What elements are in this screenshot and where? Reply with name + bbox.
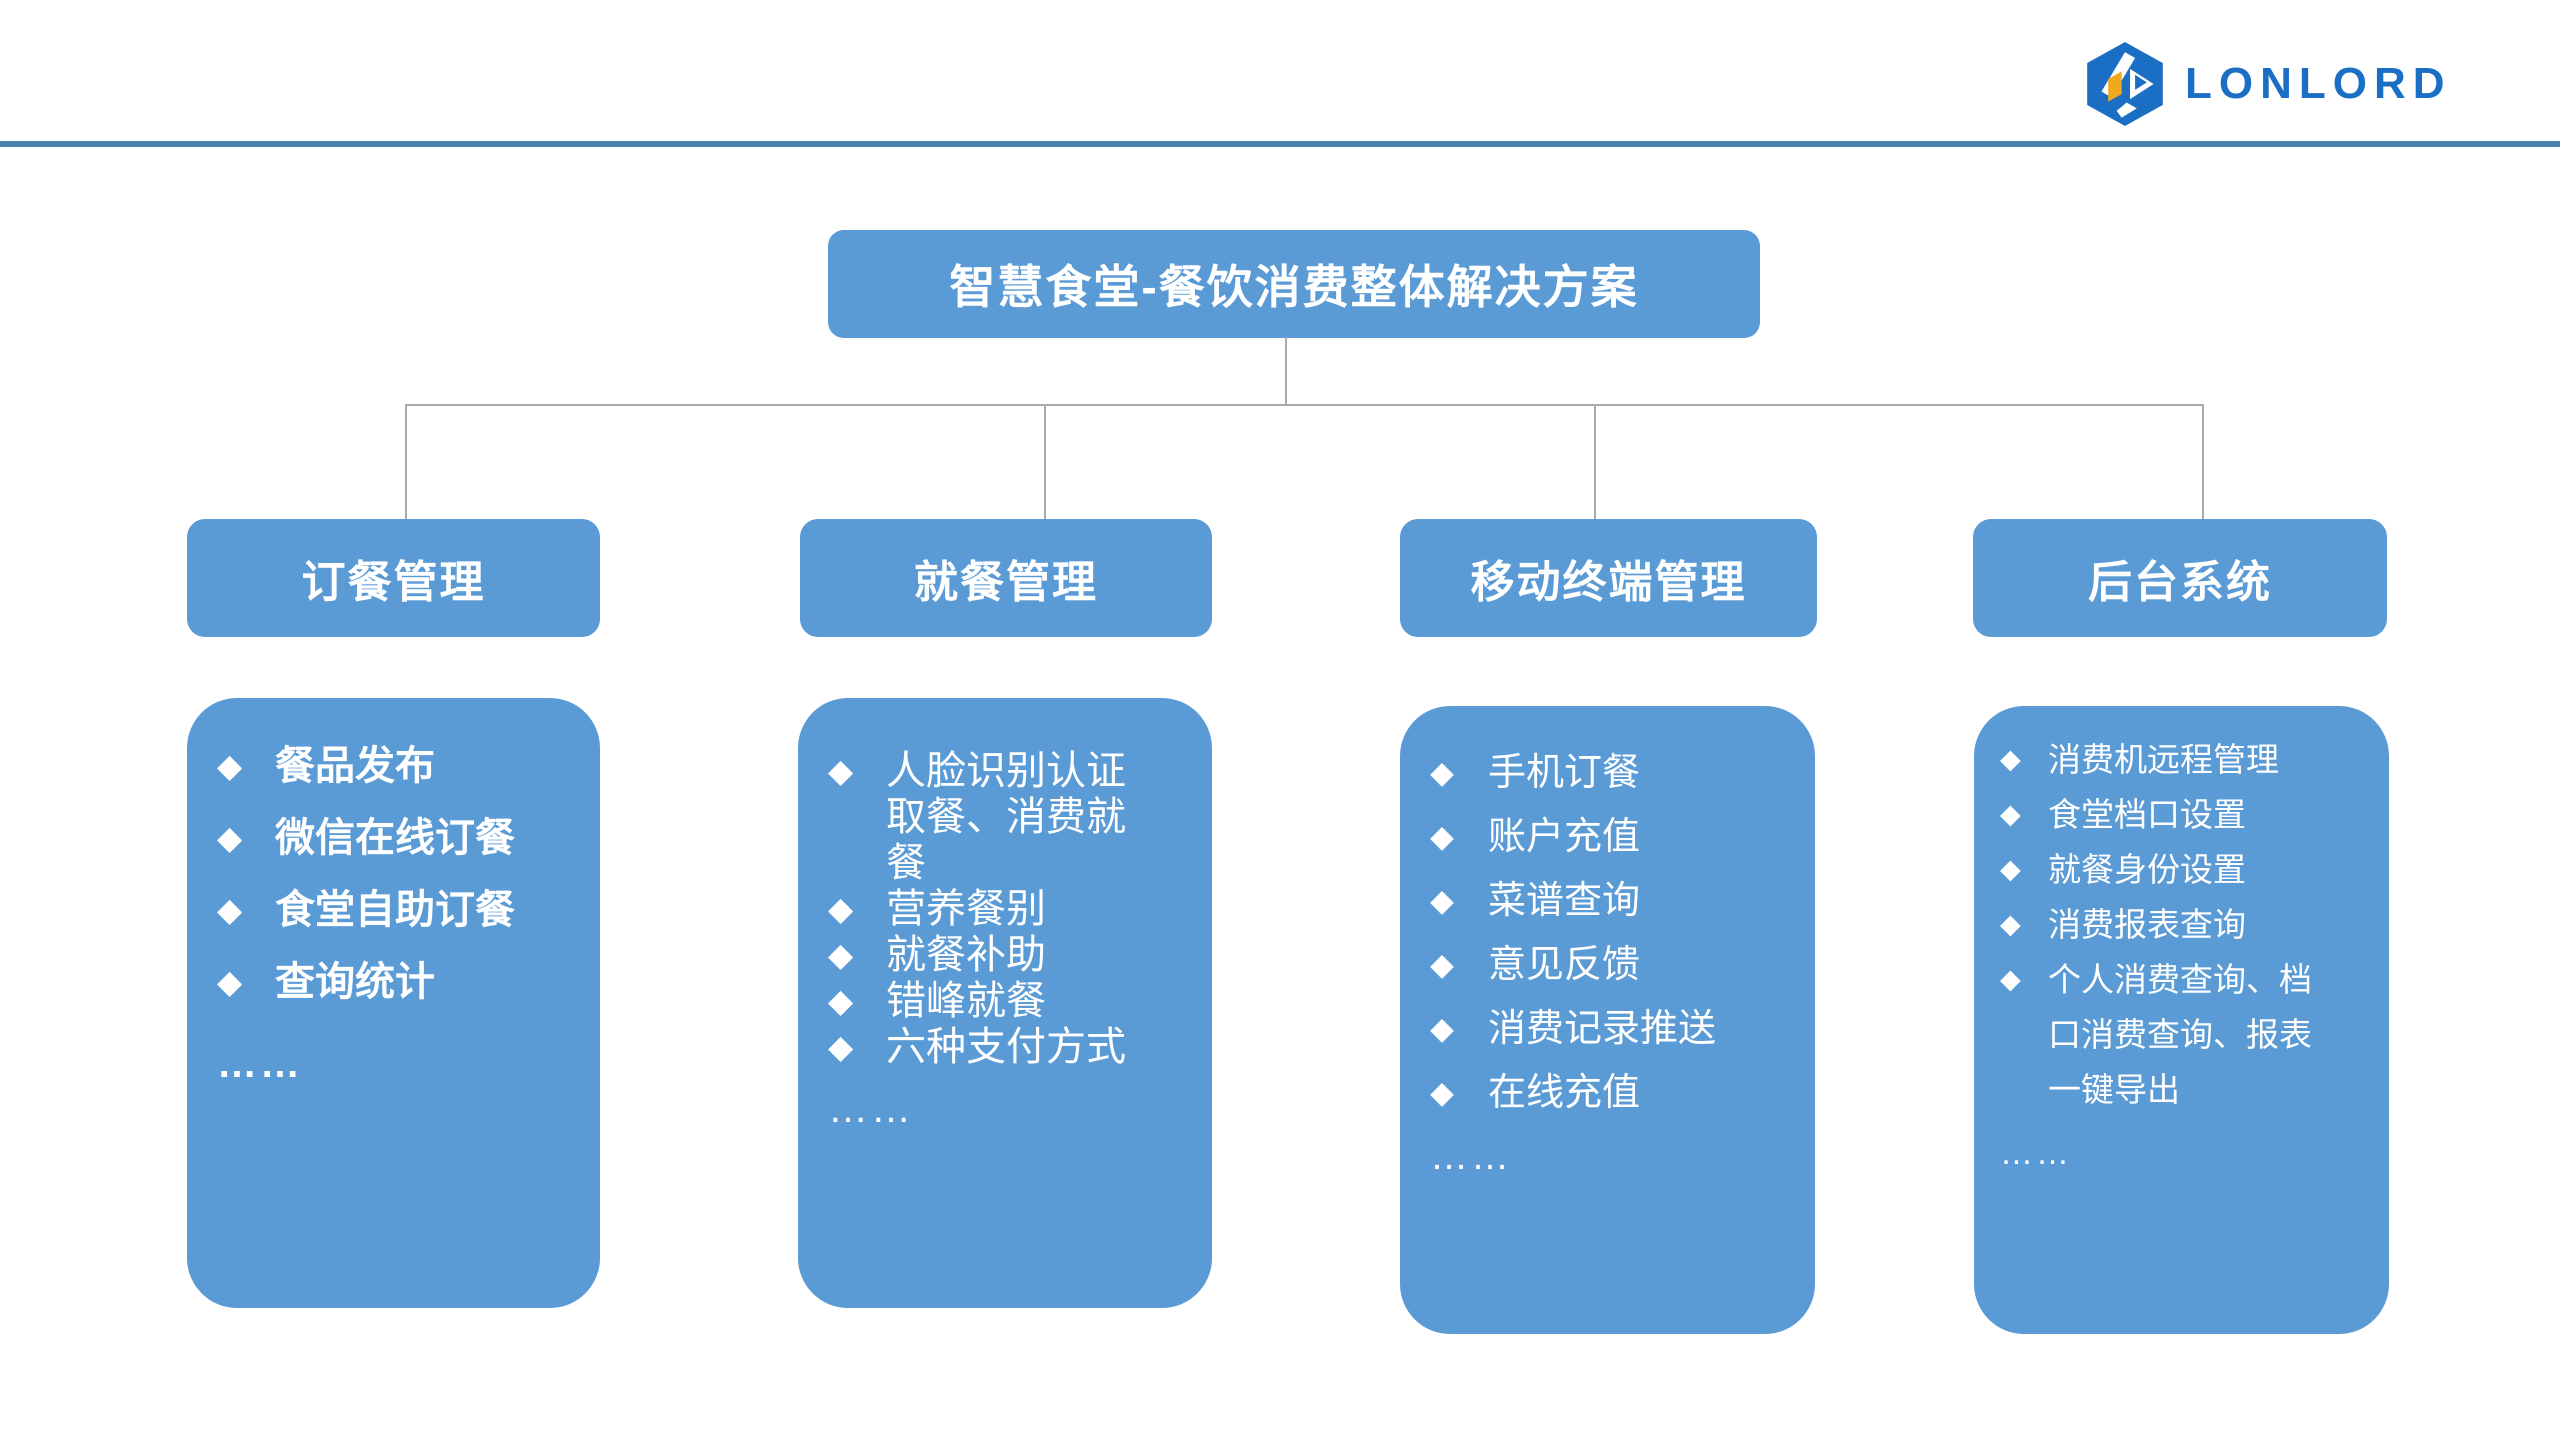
root-node-title: 智慧食堂-餐饮消费整体解决方案 xyxy=(828,230,1760,338)
diamond-bullet-icon: ◆ xyxy=(828,936,854,973)
diamond-bullet-icon: ◆ xyxy=(828,890,854,927)
list-item: ◆ 消费记录推送 xyxy=(1430,1008,1717,1050)
list-item: ◆ 食堂自助订餐 xyxy=(217,882,582,938)
diamond-bullet-icon: ◆ xyxy=(828,982,854,1019)
diamond-bullet-icon: ◆ xyxy=(2000,909,2021,939)
list-item: ◆ 手机订餐 xyxy=(1430,752,1641,794)
list-item: ◆ 查询统计 xyxy=(217,954,582,1010)
diamond-bullet-icon: ◆ xyxy=(2000,964,2021,994)
diamond-bullet-icon: ◆ xyxy=(2000,799,2021,829)
diamond-bullet-icon: ◆ xyxy=(828,752,854,789)
list-item: ◆ 就餐补助 xyxy=(828,933,1046,977)
list-item: ◆ 餐品发布 xyxy=(217,738,582,794)
list-item: ◆ 在线充值 xyxy=(1430,1072,1641,1114)
brand-logo: LONLORD xyxy=(2083,40,2452,128)
diamond-bullet-icon: ◆ xyxy=(1430,819,1454,854)
diamond-bullet-icon: ◆ xyxy=(1430,947,1454,982)
diamond-bullet-icon: ◆ xyxy=(217,891,243,928)
list-panel-backend-system: ◆ 消费机远程管理 ◆ 食堂档口设置 ◆ 就餐身份设置 ◆ 消费报表查询 ◆ 个… xyxy=(1974,706,2389,1334)
ellipsis-more: …… xyxy=(828,1087,914,1131)
connector-branch-3 xyxy=(1594,404,1596,520)
list-item: ◆ 六种支付方式 xyxy=(828,1025,1126,1069)
diamond-bullet-icon: ◆ xyxy=(1430,883,1454,918)
list-panel-dining-management: ◆ 人脸识别认证取餐、消费就餐 ◆ 营养餐别 ◆ 就餐补助 ◆ 错峰就餐 ◆ 六… xyxy=(798,698,1212,1308)
list-item: ◆ 人脸识别认证取餐、消费就餐 xyxy=(828,749,1126,885)
branch-header-mobile-terminal: 移动终端管理 xyxy=(1400,519,1817,637)
list-item: ◆ 就餐身份设置 xyxy=(2000,842,2371,897)
diamond-bullet-icon: ◆ xyxy=(217,819,243,856)
list-item: ◆ 菜谱查询 xyxy=(1430,880,1641,922)
connector-root-drop xyxy=(1285,337,1287,405)
diamond-bullet-icon: ◆ xyxy=(217,747,243,784)
connector-horizontal xyxy=(405,404,2204,406)
header-divider-line xyxy=(0,141,2560,147)
connector-branch-4 xyxy=(2202,404,2204,520)
list-item: ◆ 营养餐别 xyxy=(828,887,1046,931)
list-item: ◆ 意见反馈 xyxy=(1430,944,1641,986)
branch-header-order-management: 订餐管理 xyxy=(187,519,600,637)
ellipsis-more: …… xyxy=(217,1042,303,1086)
list-item: ◆ 消费机远程管理 xyxy=(2000,732,2371,787)
diamond-bullet-icon: ◆ xyxy=(1430,1011,1454,1046)
diamond-bullet-icon: ◆ xyxy=(2000,854,2021,884)
ellipsis-more: …… xyxy=(1430,1136,1512,1178)
connector-branch-2 xyxy=(1044,404,1046,520)
list-item: ◆ 个人消费查询、档口消费查询、报表一键导出 xyxy=(2000,952,2371,1117)
branch-header-dining-management: 就餐管理 xyxy=(800,519,1212,637)
diamond-bullet-icon: ◆ xyxy=(2000,744,2021,774)
lonlord-hexagon-icon xyxy=(2087,42,2163,126)
list-item: ◆ 消费报表查询 xyxy=(2000,897,2371,952)
list-item: ◆ 食堂档口设置 xyxy=(2000,787,2371,842)
diamond-bullet-icon: ◆ xyxy=(1430,755,1454,790)
list-item: ◆ 微信在线订餐 xyxy=(217,810,582,866)
diamond-bullet-icon: ◆ xyxy=(828,1028,854,1065)
list-panel-mobile-terminal: ◆ 手机订餐 ◆ 账户充值 ◆ 菜谱查询 ◆ 意见反馈 ◆ 消费记录推送 ◆ 在… xyxy=(1400,706,1815,1334)
list-panel-order-management: ◆ 餐品发布 ◆ 微信在线订餐 ◆ 食堂自助订餐 ◆ 查询统计 …… xyxy=(187,698,600,1308)
connector-branch-1 xyxy=(405,404,407,520)
list-item: ◆ 错峰就餐 xyxy=(828,979,1046,1023)
ellipsis-more: …… xyxy=(2000,1134,2072,1171)
list-item: ◆ 账户充值 xyxy=(1430,816,1641,858)
diamond-bullet-icon: ◆ xyxy=(217,963,243,1000)
branch-header-backend-system: 后台系统 xyxy=(1973,519,2387,637)
brand-logo-text: LONLORD xyxy=(2185,59,2452,108)
diamond-bullet-icon: ◆ xyxy=(1430,1075,1454,1110)
